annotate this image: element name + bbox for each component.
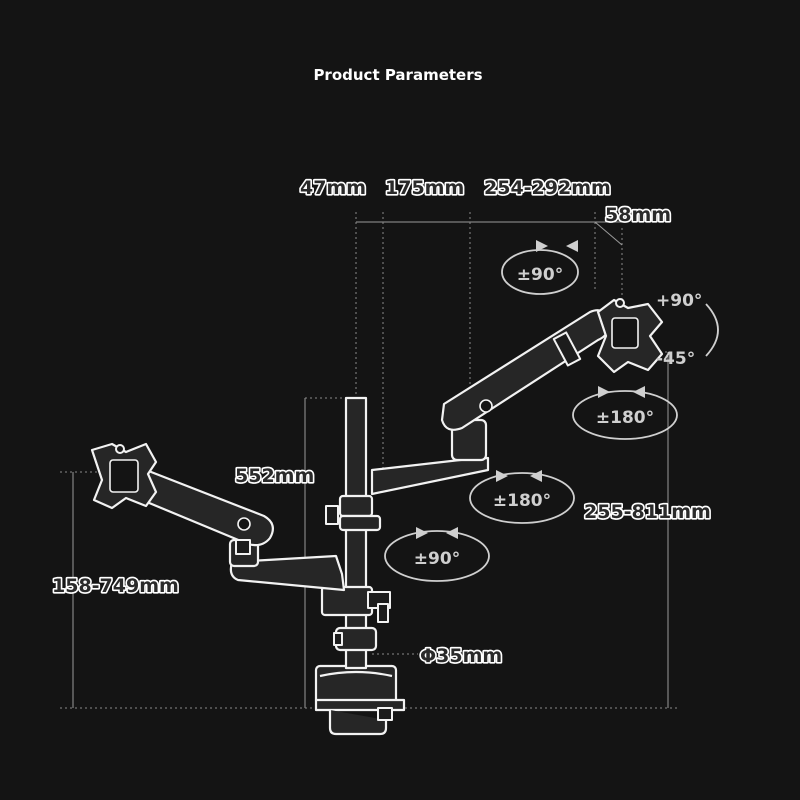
support-pole [320,396,391,670]
rotation-indicators [384,240,719,582]
tilt-arc [705,303,719,357]
middle-rotation-label: ±180° [493,491,551,511]
right-head-swivel-label: ±90° [517,265,563,285]
tilt-up-label: +90° [656,291,702,311]
left-height-label: 158-749mm [52,575,179,597]
arm-segment-label: 175mm [385,177,464,199]
rotation-ellipse-middle [469,472,575,524]
lower-swivel-label: ±90° [414,549,460,569]
arm-extension-label: 254-292mm [484,177,611,199]
tilt-down-label: -45° [656,349,695,369]
swivel-ellipse-lower [384,530,490,582]
pole-diameter-label: Φ35mm [420,645,502,667]
left-monitor-arm [90,442,346,592]
right-height-label: 255-811mm [584,501,711,523]
page-title: Product Parameters [313,66,482,84]
head-depth-label: 58mm [605,204,671,226]
desk-clamp [314,664,406,736]
right-rotation-label: ±180° [596,408,654,428]
angle-labels: ±90° +90° -45° ±180° ±180° ±90° [414,265,703,569]
right-monitor-arm [370,298,664,496]
dimension-labels: 47mm 175mm 254-292mm 58mm 552mm 158-749m… [50,175,712,668]
pole-height-label: 552mm [235,465,314,487]
rotation-ellipse-right [572,390,678,440]
base-offset-label: 47mm [300,177,366,199]
